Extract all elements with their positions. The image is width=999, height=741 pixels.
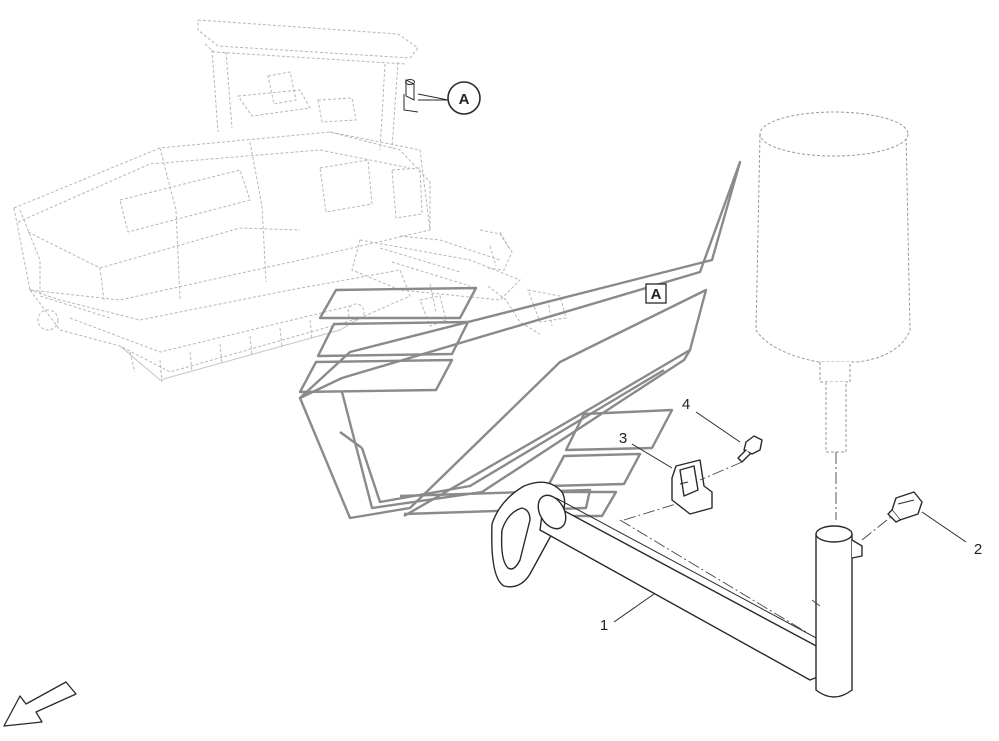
detail-a-callout-label: A — [459, 91, 470, 108]
part-2-bolt — [861, 491, 923, 541]
callout-3-label: 3 — [619, 430, 627, 447]
detail-a-box: A — [645, 283, 667, 304]
part-4-screw — [699, 435, 763, 481]
detail-a-reference-component — [403, 79, 449, 113]
callout-4-label: 4 — [682, 396, 690, 413]
callout-1: 1 — [600, 593, 655, 634]
part-3-clamp — [623, 459, 713, 521]
detail-a-box-label: A — [651, 286, 662, 303]
part-1-mounting-arm — [491, 481, 863, 698]
detail-a-callout: A — [447, 81, 481, 115]
callout-4: 4 — [682, 396, 741, 443]
callout-2: 2 — [921, 511, 982, 558]
direction-arrow-icon — [3, 681, 77, 727]
callout-2-label: 2 — [974, 541, 982, 558]
paver-machine-outline — [13, 19, 567, 383]
detail-zoom-frame — [298, 160, 742, 520]
beacon-lamp-outline — [755, 111, 911, 520]
callout-3: 3 — [619, 430, 673, 469]
callout-1-label: 1 — [600, 617, 608, 634]
